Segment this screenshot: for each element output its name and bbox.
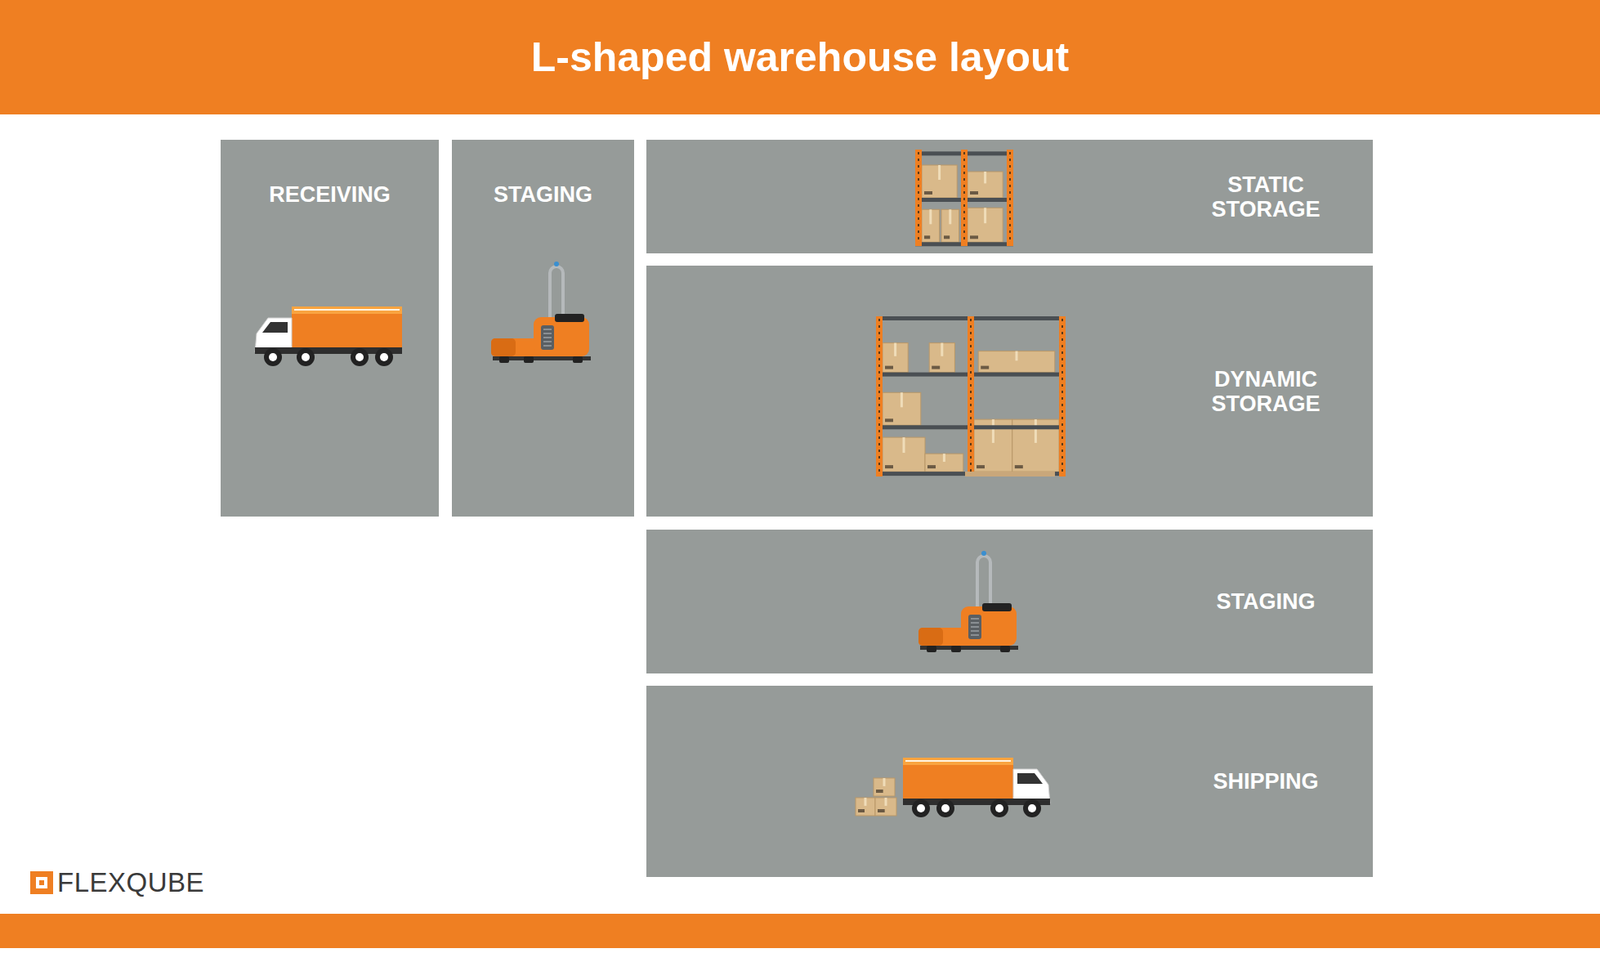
brand-logo-text: FLEXQUBE — [57, 867, 205, 899]
zone-label: STAGING — [1192, 589, 1340, 614]
zone-box: DYNAMIC STORAGE — [646, 265, 1373, 517]
parcel-icon — [855, 777, 897, 816]
tugger-icon — [918, 550, 1019, 653]
zone-box: SHIPPING — [646, 685, 1373, 877]
logo-icon — [30, 871, 55, 896]
tugger-icon — [491, 261, 591, 363]
shelf-icon — [915, 149, 1014, 246]
zone-label: DYNAMIC STORAGE — [1192, 366, 1340, 416]
zone-label: STATIC STORAGE — [1192, 171, 1340, 221]
shelf-icon — [875, 316, 1066, 477]
title: L-shaped warehouse layout — [0, 0, 1600, 115]
zone-label: SHIPPING — [1192, 768, 1340, 794]
zone-box: STAGING — [451, 139, 635, 517]
footer-bar — [0, 913, 1600, 948]
zone-box: RECEIVING — [220, 139, 439, 517]
zone-label: RECEIVING — [220, 182, 439, 207]
truck-icon — [902, 757, 1051, 818]
zone-label: STAGING — [451, 182, 635, 207]
truck-icon — [254, 306, 403, 367]
zone-box: STAGING — [646, 529, 1373, 674]
zone-box: STATIC STORAGE — [646, 139, 1373, 254]
